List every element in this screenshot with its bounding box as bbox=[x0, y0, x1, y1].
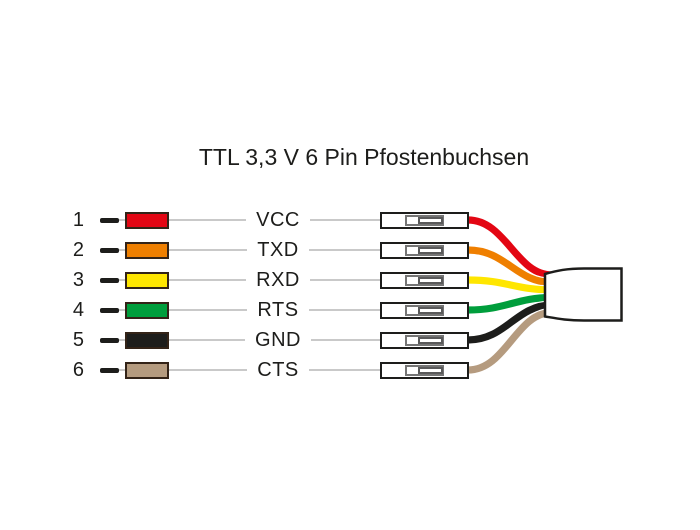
pin-tick bbox=[100, 247, 119, 253]
crimp-connector bbox=[380, 331, 469, 349]
wire-color-swatch bbox=[125, 241, 169, 259]
pin-number: 4 bbox=[72, 299, 84, 321]
cable-sleeve bbox=[543, 267, 623, 322]
signal-label-wrap: TXD bbox=[226, 239, 330, 261]
diagram-title: TTL 3,3 V 6 Pin Pfostenbuchsen bbox=[198, 144, 530, 170]
pin-tick bbox=[100, 217, 119, 223]
wire-color-swatch bbox=[125, 331, 169, 349]
signal-label: VCC bbox=[246, 209, 310, 231]
pin-number: 3 bbox=[72, 269, 84, 291]
connector-latch-inner bbox=[418, 366, 443, 374]
connector-latch-inner bbox=[418, 306, 443, 314]
wire-green bbox=[467, 293, 553, 314]
wire-color-swatch bbox=[125, 211, 169, 229]
crimp-connector bbox=[380, 241, 469, 259]
wire-yellow bbox=[467, 276, 553, 294]
pin-tick bbox=[100, 307, 119, 313]
signal-label-wrap: RTS bbox=[226, 299, 330, 321]
signal-label: GND bbox=[245, 329, 311, 351]
wire-color-swatch bbox=[125, 361, 169, 379]
crimp-connector bbox=[380, 271, 469, 289]
crimp-connector bbox=[380, 301, 469, 319]
signal-label-wrap: RXD bbox=[226, 269, 330, 291]
crimp-connector bbox=[380, 211, 469, 229]
connector-latch-inner bbox=[418, 246, 443, 254]
wire-orange bbox=[467, 246, 553, 287]
signal-label-wrap: GND bbox=[226, 329, 330, 351]
crimp-connector bbox=[380, 361, 469, 379]
pin-number: 1 bbox=[72, 209, 84, 231]
signal-label: RXD bbox=[246, 269, 310, 291]
pin-tick bbox=[100, 277, 119, 283]
signal-label-wrap: VCC bbox=[226, 209, 330, 231]
wire-color-swatch bbox=[125, 301, 169, 319]
signal-label: CTS bbox=[247, 359, 309, 381]
signal-label: TXD bbox=[247, 239, 309, 261]
wire-color-swatch bbox=[125, 271, 169, 289]
connector-latch-inner bbox=[418, 336, 443, 344]
connector-latch-inner bbox=[418, 216, 443, 224]
pin-tick bbox=[100, 367, 119, 373]
pin-number: 6 bbox=[72, 359, 84, 381]
wire-red bbox=[467, 216, 553, 279]
connector-latch-inner bbox=[418, 276, 443, 284]
signal-label: RTS bbox=[247, 299, 309, 321]
pin-number: 5 bbox=[72, 329, 84, 351]
pin-tick bbox=[100, 337, 119, 343]
wire-tan bbox=[467, 308, 553, 374]
pin-number: 2 bbox=[72, 239, 84, 261]
wire-black bbox=[467, 301, 553, 344]
signal-label-wrap: CTS bbox=[226, 359, 330, 381]
